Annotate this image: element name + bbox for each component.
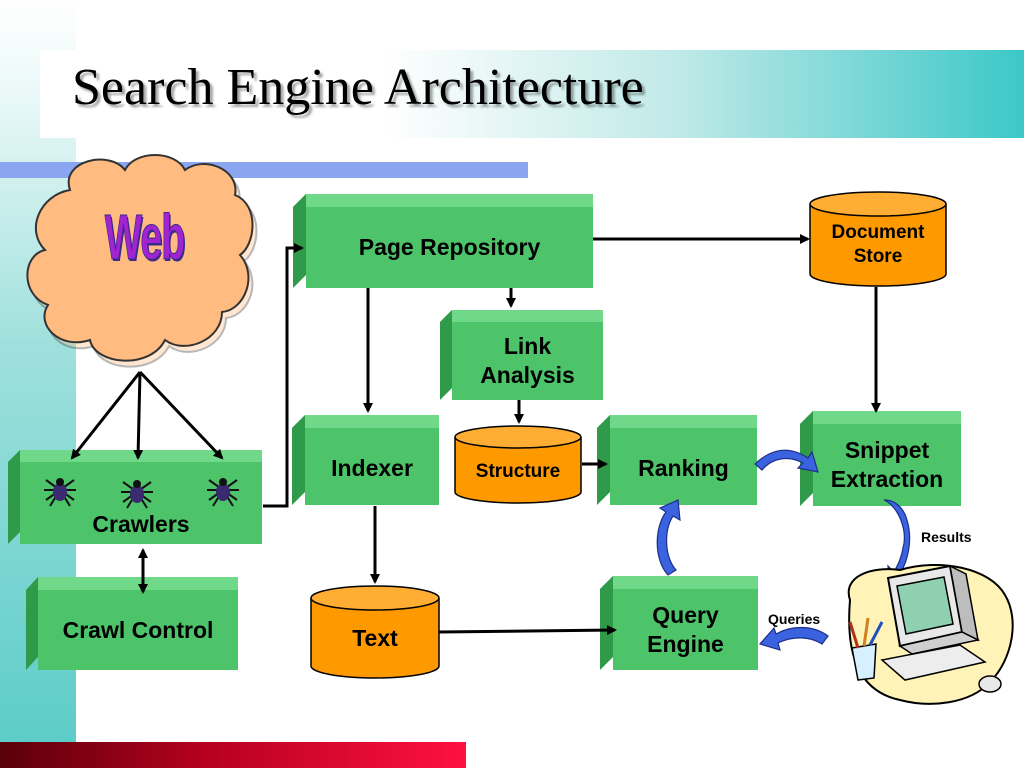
- spider-icon: [207, 478, 239, 507]
- ranking-label: Ranking: [638, 455, 729, 481]
- document-store-line2: Store: [853, 246, 903, 267]
- text-store-label: Text: [352, 624, 398, 651]
- query-line2: Engine: [647, 630, 724, 657]
- document-store-cylinder: [809, 191, 947, 287]
- snippet-extraction-box: [800, 411, 961, 506]
- page-repository-label: Page Repository: [358, 234, 541, 261]
- structure-cylinder: [454, 425, 582, 504]
- link-analysis-box: [440, 310, 603, 400]
- query-engine-box: [600, 576, 758, 670]
- web-cloud: [26, 154, 258, 368]
- page-title: Search Engine Architecture: [72, 59, 644, 116]
- crawl-control-box: [26, 577, 238, 670]
- link-analysis-label: Link Analysis: [452, 322, 603, 400]
- indexer-box: [292, 415, 439, 505]
- flow-arrows: [70, 234, 881, 636]
- page-repository-box: [293, 194, 593, 288]
- query-line1: Query: [652, 601, 719, 628]
- indexer-label: Indexer: [331, 455, 413, 481]
- web-label: Web: [104, 201, 185, 274]
- computer-illustration: [847, 564, 1014, 705]
- structure-label: Structure: [475, 461, 561, 483]
- text-cylinder: [310, 585, 440, 679]
- snippet-line1: Snippet: [844, 437, 930, 464]
- queries-label: Queries: [768, 611, 821, 627]
- ranking-box: [597, 415, 757, 505]
- link-analysis-line2: Analysis: [480, 362, 575, 388]
- document-store-line1: Document: [831, 222, 925, 244]
- crawlers-label: Crawlers: [92, 510, 190, 537]
- spider-icon: [44, 478, 76, 507]
- query-engine-label: Query Engine: [613, 589, 758, 670]
- snippet-line2: Extraction: [830, 466, 944, 492]
- link-analysis-line1: Link: [503, 333, 552, 360]
- spider-icon: [121, 480, 153, 509]
- results-label: Results: [921, 529, 972, 545]
- bottom-accent-bar: [0, 742, 466, 768]
- crawl-control-label: Crawl Control: [62, 616, 214, 643]
- snippet-extraction-label: Snippet Extraction: [813, 424, 961, 506]
- title-band: [40, 50, 1024, 138]
- document-store-label: Document Store: [810, 214, 946, 274]
